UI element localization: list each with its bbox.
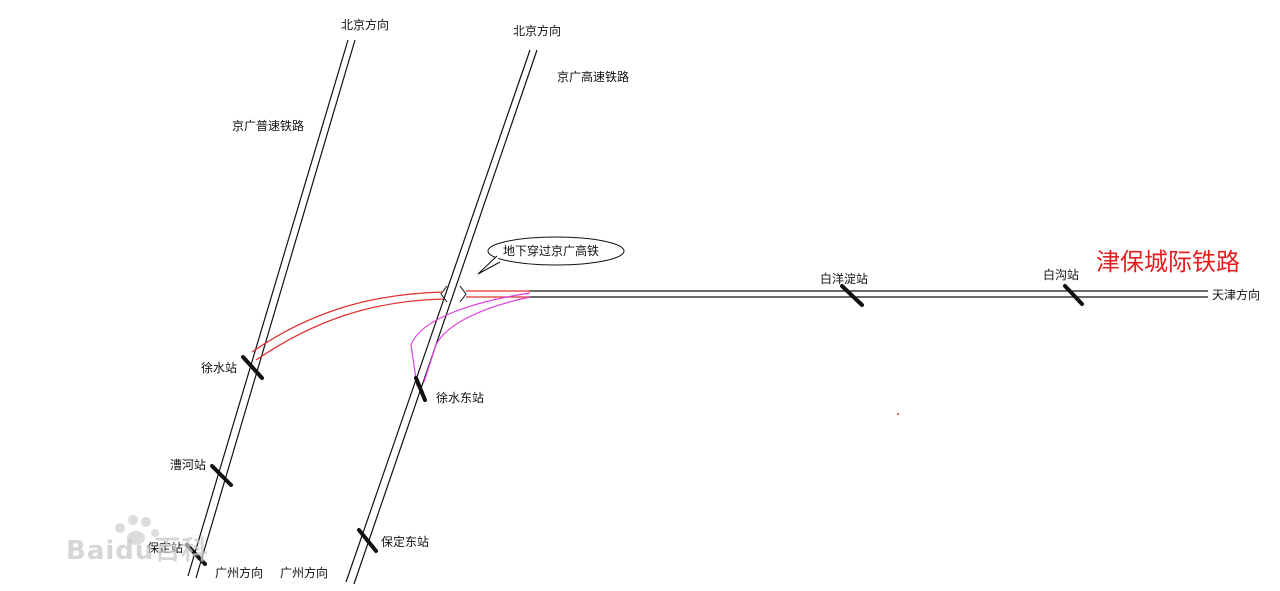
label-beijing-direction-2: 北京方向 [513, 24, 562, 38]
label-station-xushui-east: 徐水东站 [436, 391, 485, 405]
tunnel-portal [440, 285, 467, 303]
station-mark-baoding [185, 543, 207, 566]
stray-dot [897, 413, 899, 415]
label-station-baoding: 保定站 [147, 541, 184, 555]
conventional-railway [187, 39, 356, 579]
station-mark-baigou [1063, 284, 1084, 306]
callout-pointer [477, 255, 501, 275]
station-markers [185, 284, 1084, 566]
label-guangzhou-direction-1: 广州方向 [215, 566, 264, 580]
station-mark-baoding-east [357, 528, 378, 553]
label-high-speed-line: 京广高速铁路 [557, 70, 630, 84]
label-guangzhou-direction-2: 广州方向 [280, 566, 329, 580]
label-station-baiyangdian: 白洋淀站 [820, 272, 869, 286]
label-station-xushui: 徐水站 [201, 361, 238, 375]
high-speed-railway [345, 49, 538, 585]
callout-text: 地下穿过京广高铁 [503, 244, 600, 258]
station-mark-xushui-east [414, 376, 427, 402]
page-title: 津保城际铁路 [1096, 248, 1240, 276]
station-mark-xushui [241, 355, 264, 380]
label-station-caohe: 漕河站 [170, 458, 207, 472]
station-mark-baiyangdian [840, 284, 864, 307]
label-conventional-line: 京广普速铁路 [232, 119, 305, 133]
label-beijing-direction-1: 北京方向 [341, 18, 390, 32]
callout-bubble [487, 236, 625, 266]
watermark: Baidu百科 [66, 536, 209, 566]
label-station-baigou: 白沟站 [1043, 268, 1080, 282]
red-connection-east [466, 290, 530, 298]
red-connection-west [251, 291, 444, 361]
magenta-connector [410, 292, 531, 387]
intercity-railway [528, 290, 1208, 298]
station-mark-caohe [210, 464, 233, 487]
label-station-baoding-east: 保定东站 [381, 535, 430, 549]
label-tianjin-direction: 天津方向 [1212, 288, 1261, 302]
paw-icon [115, 515, 159, 545]
callout [477, 236, 625, 275]
